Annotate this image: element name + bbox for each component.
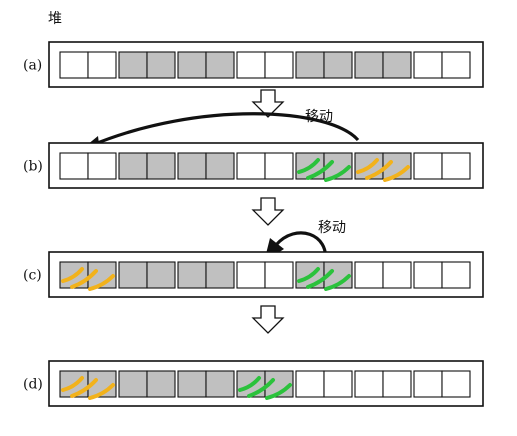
heap-cell — [264, 152, 294, 180]
mark-stroke — [61, 376, 84, 392]
heap-cell — [177, 370, 207, 398]
heap-cell — [441, 51, 471, 79]
heap-cell — [146, 370, 176, 398]
step-arrows — [251, 89, 285, 334]
mark-stroke — [324, 274, 351, 291]
heap-cell — [59, 152, 89, 180]
heap-cell — [87, 51, 117, 79]
row-label: (d) — [23, 377, 43, 393]
heap-cell — [177, 51, 207, 79]
heap-cell — [264, 51, 294, 79]
move-arrow-long — [89, 112, 360, 148]
heap-cell — [87, 152, 117, 180]
yellow-object-mark — [61, 376, 115, 400]
heap-cell — [441, 152, 471, 180]
heap-row: (b) — [23, 142, 484, 189]
heap-cell — [146, 152, 176, 180]
heap-rows: (a) (b) (c) (d) — [23, 41, 484, 407]
heap-cell — [382, 51, 412, 79]
mark-stroke — [306, 269, 334, 289]
down-arrow-icon — [251, 197, 285, 226]
heap-row: (c) — [23, 251, 484, 298]
heap-cell — [236, 261, 266, 289]
mark-stroke — [238, 376, 261, 392]
mark-stroke — [265, 383, 292, 400]
move-label-2: 移动 — [318, 220, 346, 236]
move-label-1: 移动 — [305, 109, 333, 125]
heap-cell — [59, 51, 89, 79]
heap-cell — [205, 152, 235, 180]
heap-title: 堆 — [48, 11, 62, 27]
mark-stroke — [247, 378, 275, 398]
heap-cell — [177, 152, 207, 180]
mark-stroke — [88, 383, 115, 400]
mark-stroke — [70, 269, 98, 289]
yellow-object-mark — [356, 158, 410, 182]
heap-cell — [382, 261, 412, 289]
mark-stroke — [324, 165, 351, 182]
mark-stroke — [383, 165, 410, 182]
heap-row: (a) — [23, 41, 484, 88]
heap-cell — [118, 370, 148, 398]
heap-cell — [295, 370, 325, 398]
mark-stroke — [70, 378, 98, 398]
green-object-mark — [238, 376, 292, 400]
heap-cell — [118, 261, 148, 289]
heap-cell — [118, 51, 148, 79]
heap-cell — [323, 370, 353, 398]
row-label: (a) — [23, 58, 42, 74]
mark-stroke — [356, 158, 379, 174]
mark-stroke — [297, 158, 320, 174]
heap-cell — [177, 261, 207, 289]
mark-stroke — [297, 267, 320, 283]
heap-cell — [205, 51, 235, 79]
heap-cell — [205, 261, 235, 289]
heap-cell — [413, 152, 443, 180]
heap-cell — [382, 370, 412, 398]
heap-cell — [295, 51, 325, 79]
row-label: (c) — [23, 268, 42, 284]
green-object-mark — [297, 267, 351, 291]
heap-cell — [236, 152, 266, 180]
heap-cell — [441, 370, 471, 398]
heap-cell — [205, 370, 235, 398]
heap-cell — [236, 51, 266, 79]
heap-cell — [441, 261, 471, 289]
heap-cell — [118, 152, 148, 180]
down-arrow-icon — [251, 305, 285, 334]
heap-cell — [354, 370, 384, 398]
green-object-mark — [297, 158, 351, 182]
heap-cell — [413, 370, 443, 398]
heap-cell — [354, 51, 384, 79]
down-arrow-icon — [251, 89, 285, 118]
heap-cell — [413, 51, 443, 79]
heap-cell — [413, 261, 443, 289]
heap-cell — [264, 261, 294, 289]
heap-cell — [146, 261, 176, 289]
row-label: (b) — [23, 159, 43, 175]
heap-cell — [146, 51, 176, 79]
mark-stroke — [88, 274, 115, 291]
yellow-object-mark — [61, 267, 115, 291]
mark-stroke — [61, 267, 84, 283]
mark-stroke — [365, 160, 393, 180]
heap-row: (d) — [23, 360, 484, 407]
mark-stroke — [306, 160, 334, 180]
heap-cell — [323, 51, 353, 79]
heap-cell — [354, 261, 384, 289]
